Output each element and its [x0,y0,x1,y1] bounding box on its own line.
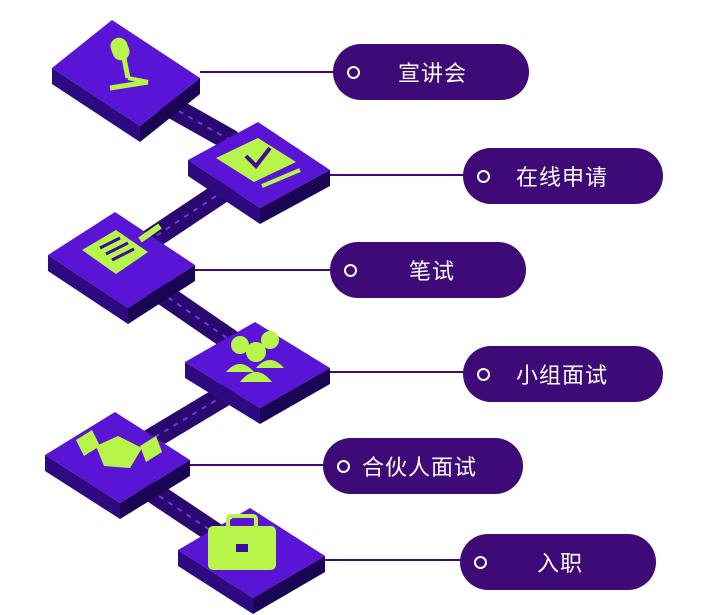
microphone-icon [109,37,149,91]
step-pill-2: 在线申请 [463,148,663,204]
pill-dot [477,169,490,183]
step-pill-3: 笔试 [330,242,526,298]
laptop-check-icon [216,138,301,188]
pill-dot [337,459,350,473]
step-label: 入职 [537,552,584,577]
step-tile-2 [188,122,330,224]
step-tile-6 [178,508,325,614]
step-pill-6: 入职 [460,534,656,590]
handshake-icon [76,430,162,468]
step-pill-5: 合伙人面试 [323,438,523,494]
step-pill-4: 小组面试 [463,346,663,402]
step-tile-5 [45,412,190,519]
briefcase-icon [208,514,276,570]
group-people-icon [226,331,284,382]
pill-dot [474,555,487,569]
step-label: 小组面试 [516,364,609,389]
step-tile-3 [48,212,195,324]
pill-dot [344,263,357,277]
step-label: 宣讲会 [398,62,468,87]
pill-dot [477,367,490,381]
step-tile-4 [185,322,330,424]
step-label: 合伙人面试 [362,456,478,481]
document-pen-icon [82,223,162,274]
step-pill-1: 宣讲会 [333,44,529,100]
connector-lines [190,71,465,561]
step-label: 在线申请 [516,166,609,191]
pill-dot [347,65,360,79]
step-label: 笔试 [409,260,456,285]
step-tile-1 [52,20,200,142]
